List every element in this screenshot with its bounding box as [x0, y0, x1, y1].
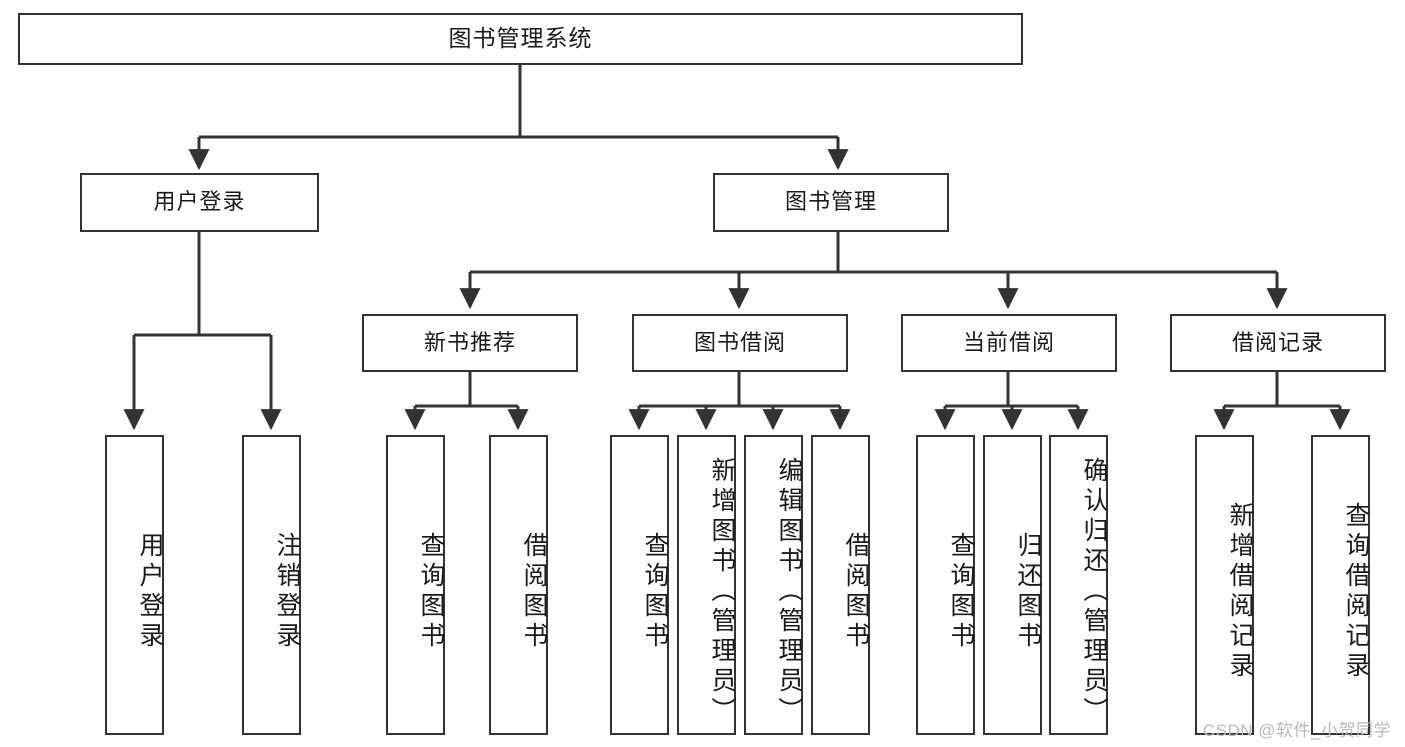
leaf-borrow-book-2[interactable]: 借阅图书 [811, 435, 870, 735]
leaf-query-record-label: 查询借阅记录 [1342, 502, 1370, 682]
leaf-query-book-2[interactable]: 查询图书 [610, 435, 669, 735]
leaf-add-record[interactable]: 新增借阅记录 [1195, 435, 1254, 735]
leaf-confirm-return[interactable]: 确认归还（管理员） [1049, 435, 1108, 735]
leaf-query-book-1[interactable]: 查询图书 [386, 435, 445, 735]
node-book-borrow-label: 图书借阅 [693, 329, 786, 355]
leaf-user-login[interactable]: 用户登录 [105, 435, 164, 735]
leaf-add-book-label: 新增图书（管理员） [708, 457, 736, 727]
watermark: CSDN @软件_小贺同学 [1202, 721, 1391, 740]
leaf-borrow-book-2-label: 借阅图书 [842, 532, 870, 652]
leaf-logout-login-label: 注销登录 [273, 532, 301, 652]
node-book-manage-label: 图书管理 [784, 189, 877, 215]
node-book-borrow[interactable]: 图书借阅 [632, 314, 848, 372]
node-user-login-label: 用户登录 [153, 189, 246, 215]
leaf-confirm-return-label: 确认归还（管理员） [1080, 457, 1108, 727]
node-new-book-recommend[interactable]: 新书推荐 [362, 314, 578, 372]
leaf-logout-login[interactable]: 注销登录 [242, 435, 301, 735]
node-current-borrow[interactable]: 当前借阅 [901, 314, 1117, 372]
leaf-add-book[interactable]: 新增图书（管理员） [677, 435, 736, 735]
node-borrow-record-label: 借阅记录 [1231, 329, 1324, 355]
leaf-user-login-label: 用户登录 [136, 532, 164, 652]
leaf-return-book-label: 归还图书 [1014, 532, 1042, 652]
node-borrow-record[interactable]: 借阅记录 [1170, 314, 1386, 372]
leaf-add-record-label: 新增借阅记录 [1226, 502, 1254, 682]
leaf-return-book[interactable]: 归还图书 [983, 435, 1042, 735]
leaf-edit-book[interactable]: 编辑图书（管理员） [744, 435, 803, 735]
leaf-query-book-2-label: 查询图书 [641, 532, 669, 652]
leaf-query-book-1-label: 查询图书 [417, 532, 445, 652]
node-current-borrow-label: 当前借阅 [962, 329, 1055, 355]
leaf-edit-book-label: 编辑图书（管理员） [775, 457, 803, 727]
node-new-book-recommend-label: 新书推荐 [423, 329, 516, 355]
leaf-borrow-book-1-label: 借阅图书 [520, 532, 548, 652]
leaf-query-book-3[interactable]: 查询图书 [916, 435, 975, 735]
node-root-label: 图书管理系统 [448, 25, 593, 52]
node-user-login[interactable]: 用户登录 [80, 173, 319, 232]
leaf-query-book-3-label: 查询图书 [947, 532, 975, 652]
node-book-manage[interactable]: 图书管理 [713, 173, 949, 232]
leaf-borrow-book-1[interactable]: 借阅图书 [489, 435, 548, 735]
leaf-query-record[interactable]: 查询借阅记录 [1311, 435, 1370, 735]
node-root-system[interactable]: 图书管理系统 [18, 13, 1023, 65]
